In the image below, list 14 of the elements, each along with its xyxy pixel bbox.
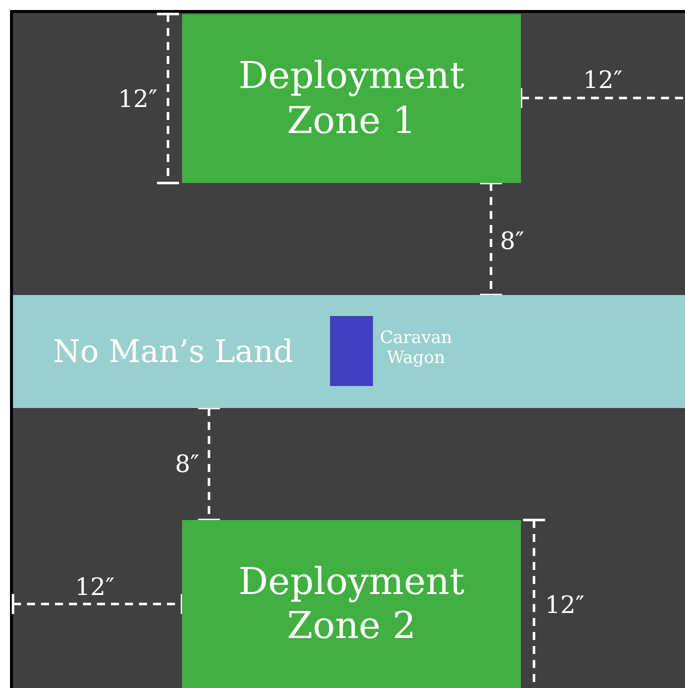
wagon-marker: [330, 316, 373, 386]
wagon-label: Caravan Wagon: [378, 328, 454, 369]
zone-band: [13, 295, 685, 408]
dimension-label: 8″: [175, 452, 200, 476]
dimension-label: 12″: [583, 68, 623, 92]
zone-label: No Man’s Land: [53, 334, 294, 370]
dimension-label: 12″: [118, 87, 158, 111]
zone-label: Deployment Zone 1: [238, 54, 466, 143]
dimension-label: 12″: [75, 575, 115, 599]
dimension-label: 12″: [545, 593, 585, 617]
zone-label: Deployment Zone 2: [238, 560, 466, 648]
deployment-zone: [182, 14, 521, 183]
deployment-zone: [182, 520, 521, 688]
dimension-label: 8″: [500, 229, 524, 253]
